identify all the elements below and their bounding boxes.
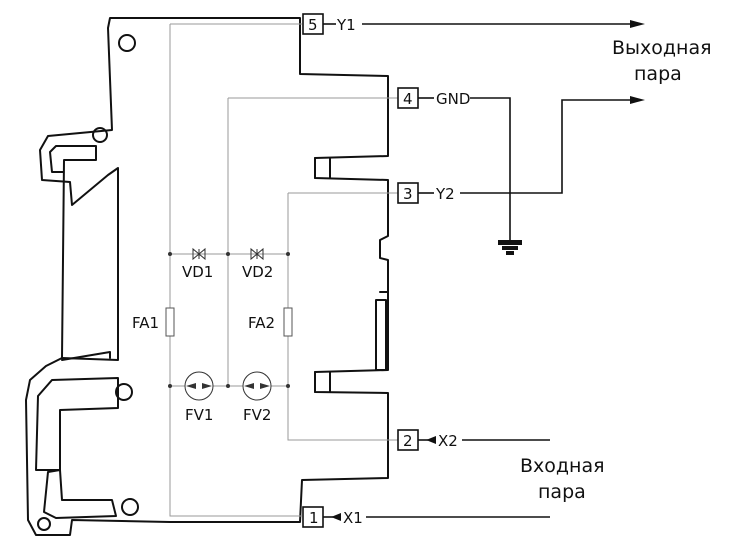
terminal-1-number: 1 (309, 509, 319, 527)
mounting-hole-top (118, 34, 136, 52)
vd1-label: VD1 (182, 263, 213, 281)
arrester-fv1: FV1 (184, 371, 214, 424)
terminal-4-signal: GND (436, 90, 470, 108)
terminal-4: 4 GND (397, 87, 522, 255)
arrester-fv2: FV2 (242, 371, 272, 424)
fa1-label: FA1 (132, 314, 159, 332)
module-housing (25, 17, 389, 536)
terminal-2-number: 2 (403, 432, 413, 450)
fv1-label: FV1 (185, 406, 213, 424)
terminal-1: 1 X1 (302, 506, 550, 528)
output-pair-line2: пара (634, 63, 682, 85)
terminal-5-signal: Y1 (336, 16, 356, 34)
internal-circuit (168, 23, 398, 517)
terminal-2: 2 X2 (397, 429, 550, 451)
output-pair-line1: Выходная (612, 37, 712, 59)
output-pair-label: Выходная пара (612, 37, 712, 85)
terminal-5: 5 Y1 (302, 13, 645, 35)
ground-icon (498, 240, 522, 255)
mounting-hole-bottom (121, 498, 139, 516)
terminal-5-number: 5 (308, 16, 318, 34)
mounting-hole-mid (92, 127, 108, 143)
input-pair-line1: Входная (520, 455, 605, 477)
terminal-1-signal: X1 (343, 509, 363, 527)
fa2-label: FA2 (248, 314, 275, 332)
terminal-3-signal: Y2 (435, 185, 455, 203)
terminal-3: 3 Y2 (397, 96, 645, 204)
input-pair-line2: пара (538, 481, 586, 503)
diode-vd1: VD1 (182, 247, 213, 281)
fuse-fa1: FA1 (132, 307, 175, 337)
diode-vd2: VD2 (242, 247, 273, 281)
din-clip-hook (37, 517, 51, 531)
mounting-hole-lower (115, 383, 133, 401)
terminal-4-number: 4 (403, 90, 413, 108)
terminal-2-signal: X2 (438, 432, 458, 450)
input-pair-label: Входная пара (520, 455, 605, 503)
terminal-3-number: 3 (403, 185, 413, 203)
fuse-fa2: FA2 (248, 307, 293, 337)
vd2-label: VD2 (242, 263, 273, 281)
fv2-label: FV2 (243, 406, 271, 424)
